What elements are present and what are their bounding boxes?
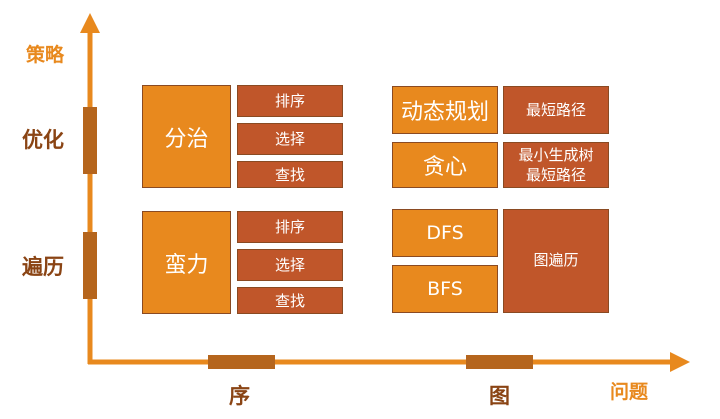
- x-axis-arrow: [670, 352, 690, 372]
- brute-force-box: 蛮力: [142, 211, 231, 314]
- x-marker-graph: [466, 355, 533, 369]
- brute-sort-box: 排序: [237, 211, 343, 243]
- bfs-box: BFS: [392, 265, 498, 313]
- y-axis-arrow: [80, 13, 100, 33]
- divide-search-box: 查找: [237, 161, 343, 188]
- y-axis-title: 策略: [26, 44, 65, 66]
- x-tick-graph: 图: [489, 383, 510, 408]
- divide-sort-box: 排序: [237, 85, 343, 117]
- x-axis-title: 问题: [610, 381, 649, 403]
- y-marker-optimize: [83, 107, 97, 174]
- y-marker-traverse: [83, 232, 97, 299]
- dynamic-programming-box: 动态规划: [392, 86, 498, 134]
- y-tick-traverse: 遍历: [22, 254, 64, 279]
- brute-select-box: 选择: [237, 249, 343, 281]
- y-tick-optimize: 优化: [22, 127, 64, 152]
- divide-select-box: 选择: [237, 123, 343, 155]
- dfs-box: DFS: [392, 209, 498, 257]
- divide-conquer-box: 分治: [142, 85, 231, 188]
- greedy-box: 贪心: [392, 142, 498, 188]
- x-marker-sequence: [208, 355, 275, 369]
- x-tick-sequence: 序: [229, 383, 250, 408]
- graph-traversal-box: 图遍历: [503, 209, 609, 313]
- greedy-problems-box: 最小生成树 最短路径: [503, 142, 609, 188]
- brute-search-box: 查找: [237, 287, 343, 314]
- dp-shortest-path-box: 最短路径: [503, 86, 609, 134]
